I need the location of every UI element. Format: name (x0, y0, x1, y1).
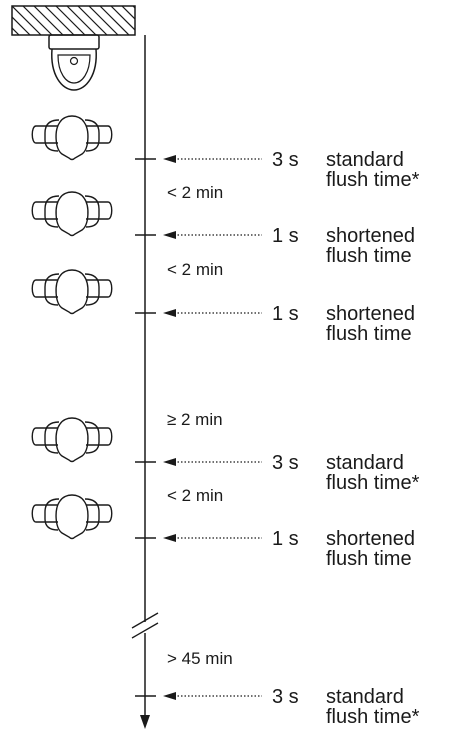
flush-type-line2: flush time (326, 323, 412, 345)
flush-type-line2: flush time (326, 245, 412, 267)
interval-label: < 2 min (167, 260, 223, 279)
person-top-view-icon (31, 191, 113, 237)
arrow-left-icon (163, 458, 176, 466)
interval-text: > 45 min (167, 649, 233, 668)
arrow-left-icon (163, 309, 176, 317)
flush-type-line2: flush time* (326, 472, 420, 494)
timeline-axis (140, 35, 150, 729)
arrow-down-icon (140, 715, 150, 729)
flush-type-line1: shortened (326, 225, 415, 247)
urinal-icon (48, 34, 100, 91)
wall-hatch-icon (11, 5, 136, 36)
interval-labels: < 2 min < 2 min ≥2 min < 2 min > 45 min (167, 183, 233, 668)
flush-duration: 1 s (272, 225, 299, 247)
arrow-left-icon (163, 231, 176, 239)
flush-type-line2: flush time* (326, 169, 420, 191)
flush-duration: 1 s (272, 303, 299, 325)
person-top-view-icon (31, 494, 113, 540)
interval-text: 2 min (181, 410, 223, 429)
interval-text: < 2 min (167, 183, 223, 202)
flush-type-line2: flush time* (326, 706, 420, 728)
interval-text: < 2 min (167, 260, 223, 279)
interval-label: ≥2 min (167, 410, 223, 429)
flush-duration: 3 s (272, 149, 299, 171)
interval-label: < 2 min (167, 183, 223, 202)
interval-label: < 2 min (167, 486, 223, 505)
flush-type-line2: flush time (326, 548, 412, 570)
flush-duration: 3 s (272, 452, 299, 474)
person-top-view-icon (31, 417, 113, 463)
flush-type-line1: shortened (326, 303, 415, 325)
arrow-left-icon (163, 155, 176, 163)
flush-duration: 1 s (272, 528, 299, 550)
arrow-left-icon (163, 692, 176, 700)
interval-label: > 45 min (167, 649, 233, 668)
person-top-view-icon (31, 115, 113, 161)
flush-duration: 3 s (272, 686, 299, 708)
arrow-left-icon (163, 534, 176, 542)
flush-type-line1: shortened (326, 528, 415, 550)
person-top-view-icon (31, 269, 113, 315)
interval-prefix: ≥ (167, 410, 176, 429)
flush-type-line1: standard (326, 149, 404, 171)
time-break-icon (131, 612, 159, 639)
flush-type-line1: standard (326, 686, 404, 708)
persons-group (31, 115, 113, 540)
interval-text: < 2 min (167, 486, 223, 505)
flush-type-line1: standard (326, 452, 404, 474)
